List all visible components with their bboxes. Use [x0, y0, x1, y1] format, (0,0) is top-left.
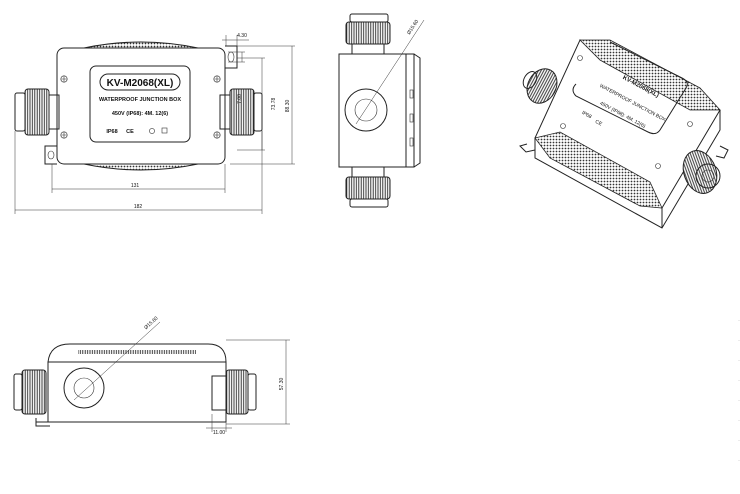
edge-mark: · [738, 398, 740, 404]
iso-right-gland [682, 150, 721, 194]
dim-131: 131 [131, 183, 140, 189]
iso-bottom-grip [534, 131, 663, 209]
bottom-left-gland [13, 369, 47, 415]
dim-88-30: 88.30 [285, 100, 291, 113]
side-port [344, 88, 388, 132]
bottom-hole-dim: Ø15.60 [143, 315, 159, 331]
iso-ip-label: IP68 [581, 110, 593, 120]
front-dimensions: 131 182 73.78 88.30 4.30 7.00 [14, 33, 295, 214]
iso-label-panel [572, 41, 688, 135]
left-cable-gland [14, 88, 60, 136]
dim-7-00: 7.00 [237, 94, 243, 104]
bottom-cable-gland [345, 166, 391, 208]
recycle-icon [149, 128, 155, 134]
dim-4-30: 4.30 [237, 33, 247, 39]
front-view: KV-M2068(XL) WATERPROOF JUNCTION BOX 450… [14, 33, 295, 214]
ip-label: IP68 [106, 129, 117, 135]
iso-ce-label: CE [594, 119, 604, 128]
edge-mark: · [738, 338, 740, 344]
bottom-port [63, 367, 105, 409]
mounting-ear-top [225, 45, 238, 69]
side-lid-edge [405, 53, 421, 168]
box-body [56, 47, 226, 165]
top-cable-gland [345, 13, 391, 55]
model-label: KV-M2068(XL) [107, 78, 174, 89]
iso-mount-ear-2 [715, 145, 729, 159]
isometric-view: KV-M2068(XL) WATERPROOF JUNCTION BOX 450… [519, 39, 729, 229]
dim-182: 182 [134, 204, 143, 210]
ce-label: CE [126, 129, 134, 135]
subtitle-label: WATERPROOF JUNCTION BOX [99, 97, 181, 103]
edge-mark: · [738, 438, 740, 444]
iso-mount-ear [519, 143, 536, 153]
iso-top-grip [579, 39, 721, 111]
dim-11-00: 11.00 [213, 430, 225, 436]
side-view: Ø15.60 [338, 13, 425, 208]
edge-mark: · [738, 358, 740, 364]
model-badge [99, 73, 181, 91]
edge-marks: · · · · · · · · [738, 318, 740, 464]
top-grip [83, 41, 199, 49]
bin-icon [161, 127, 168, 134]
edge-mark: · [738, 318, 740, 324]
bottom-grip [83, 163, 199, 171]
mounting-ear-bottom [44, 145, 57, 165]
spec-label: 450V (IP68): 4M. 12(6) [112, 111, 168, 117]
bottom-lid [47, 343, 227, 363]
edge-mark: · [738, 458, 740, 464]
screw-icons [60, 75, 221, 139]
dim-57-30: 57.30 [279, 378, 285, 391]
edge-mark: · [738, 418, 740, 424]
label-panel [89, 65, 191, 143]
iso-left-gland [522, 68, 558, 104]
side-body [338, 53, 415, 168]
edge-mark: · [738, 378, 740, 384]
dim-73-78: 73.78 [271, 98, 277, 111]
side-hole-dim: Ø15.60 [406, 19, 420, 36]
bottom-view: Ø15.60 57.30 11.00 [13, 315, 290, 436]
bottom-right-gland [211, 369, 257, 415]
